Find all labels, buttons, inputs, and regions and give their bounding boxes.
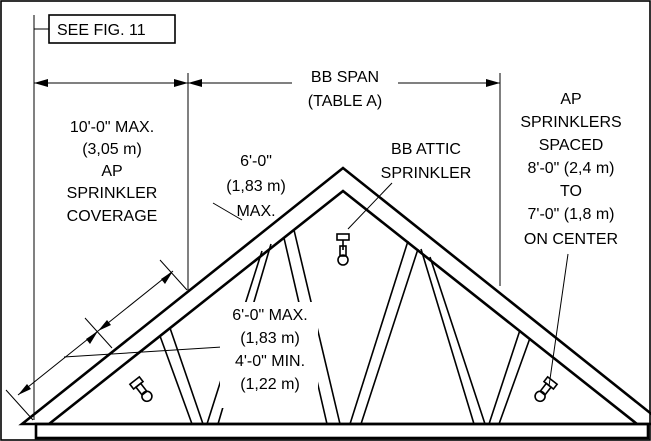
slope-top-leader — [212, 202, 243, 221]
svg-text:(3,05 m): (3,05 m) — [82, 141, 142, 158]
truss-inner-chord — [48, 189, 638, 426]
truss-webs — [159, 229, 531, 425]
ap-coverage-label: 10'-0" MAX. (3,05 m) AP SPRINKLER COVERA… — [67, 119, 158, 225]
svg-text:10'-0" MAX.: 10'-0" MAX. — [70, 119, 154, 136]
ap-sprinkler-left-icon — [128, 375, 153, 403]
arrow-right-end — [486, 79, 500, 87]
svg-text:SPRINKLER: SPRINKLER — [381, 165, 472, 182]
bottom-chord — [34, 422, 650, 440]
svg-text:BB ATTIC: BB ATTIC — [391, 141, 461, 158]
svg-text:(1,83 m): (1,83 m) — [226, 178, 286, 195]
slope-top-label: 6'-0" (1,83 m) MAX. — [226, 153, 286, 220]
svg-text:6'-0" MAX.: 6'-0" MAX. — [232, 307, 307, 324]
slope-bottom-label: 6'-0" MAX. (1,83 m) 4'-0" MIN. (1,22 m) — [220, 302, 318, 408]
bb-attic-leader — [347, 182, 393, 230]
ap-sprinkler-right-icon — [534, 375, 559, 403]
svg-text:8'-0" (2,4 m): 8'-0" (2,4 m) — [528, 160, 615, 177]
bb-span-label: BB SPAN (TABLE A) — [292, 64, 398, 112]
bb-attic-label: BB ATTIC SPRINKLER — [381, 141, 472, 182]
svg-text:COVERAGE: COVERAGE — [67, 208, 158, 225]
arrow-left-start — [34, 79, 48, 87]
svg-text:7'-0" (1,8 m): 7'-0" (1,8 m) — [528, 206, 615, 223]
see-fig-callout: SEE FIG. 11 — [34, 14, 176, 44]
slope-dimension — [5, 259, 188, 421]
svg-text:(1,22 m): (1,22 m) — [240, 376, 300, 393]
slope-bottom-leader — [63, 346, 223, 358]
svg-text:6'-0": 6'-0" — [240, 153, 272, 170]
bb-attic-sprinkler-icon — [336, 233, 350, 266]
ap-spacing-label: AP SPRINKLERS SPACED 8'-0" (2,4 m) TO 7'… — [520, 91, 621, 248]
svg-text:(TABLE A): (TABLE A) — [308, 93, 382, 110]
arrow-left-end — [174, 79, 188, 87]
svg-text:BB SPAN: BB SPAN — [311, 69, 379, 86]
svg-text:AP: AP — [101, 163, 122, 180]
svg-text:AP: AP — [560, 91, 581, 108]
svg-text:(1,83 m): (1,83 m) — [240, 330, 300, 347]
svg-text:MAX.: MAX. — [236, 203, 275, 220]
arrow-right-start — [188, 79, 202, 87]
svg-text:SPACED: SPACED — [539, 137, 604, 154]
svg-text:SPRINKLERS: SPRINKLERS — [520, 114, 621, 131]
svg-text:TO: TO — [560, 183, 582, 200]
svg-text:ON CENTER: ON CENTER — [524, 231, 618, 248]
svg-text:4'-0" MIN.: 4'-0" MIN. — [235, 353, 305, 370]
svg-text:SPRINKLER: SPRINKLER — [67, 185, 158, 202]
ap-spacing-leader — [548, 253, 569, 387]
see-fig-text: SEE FIG. 11 — [57, 22, 146, 39]
